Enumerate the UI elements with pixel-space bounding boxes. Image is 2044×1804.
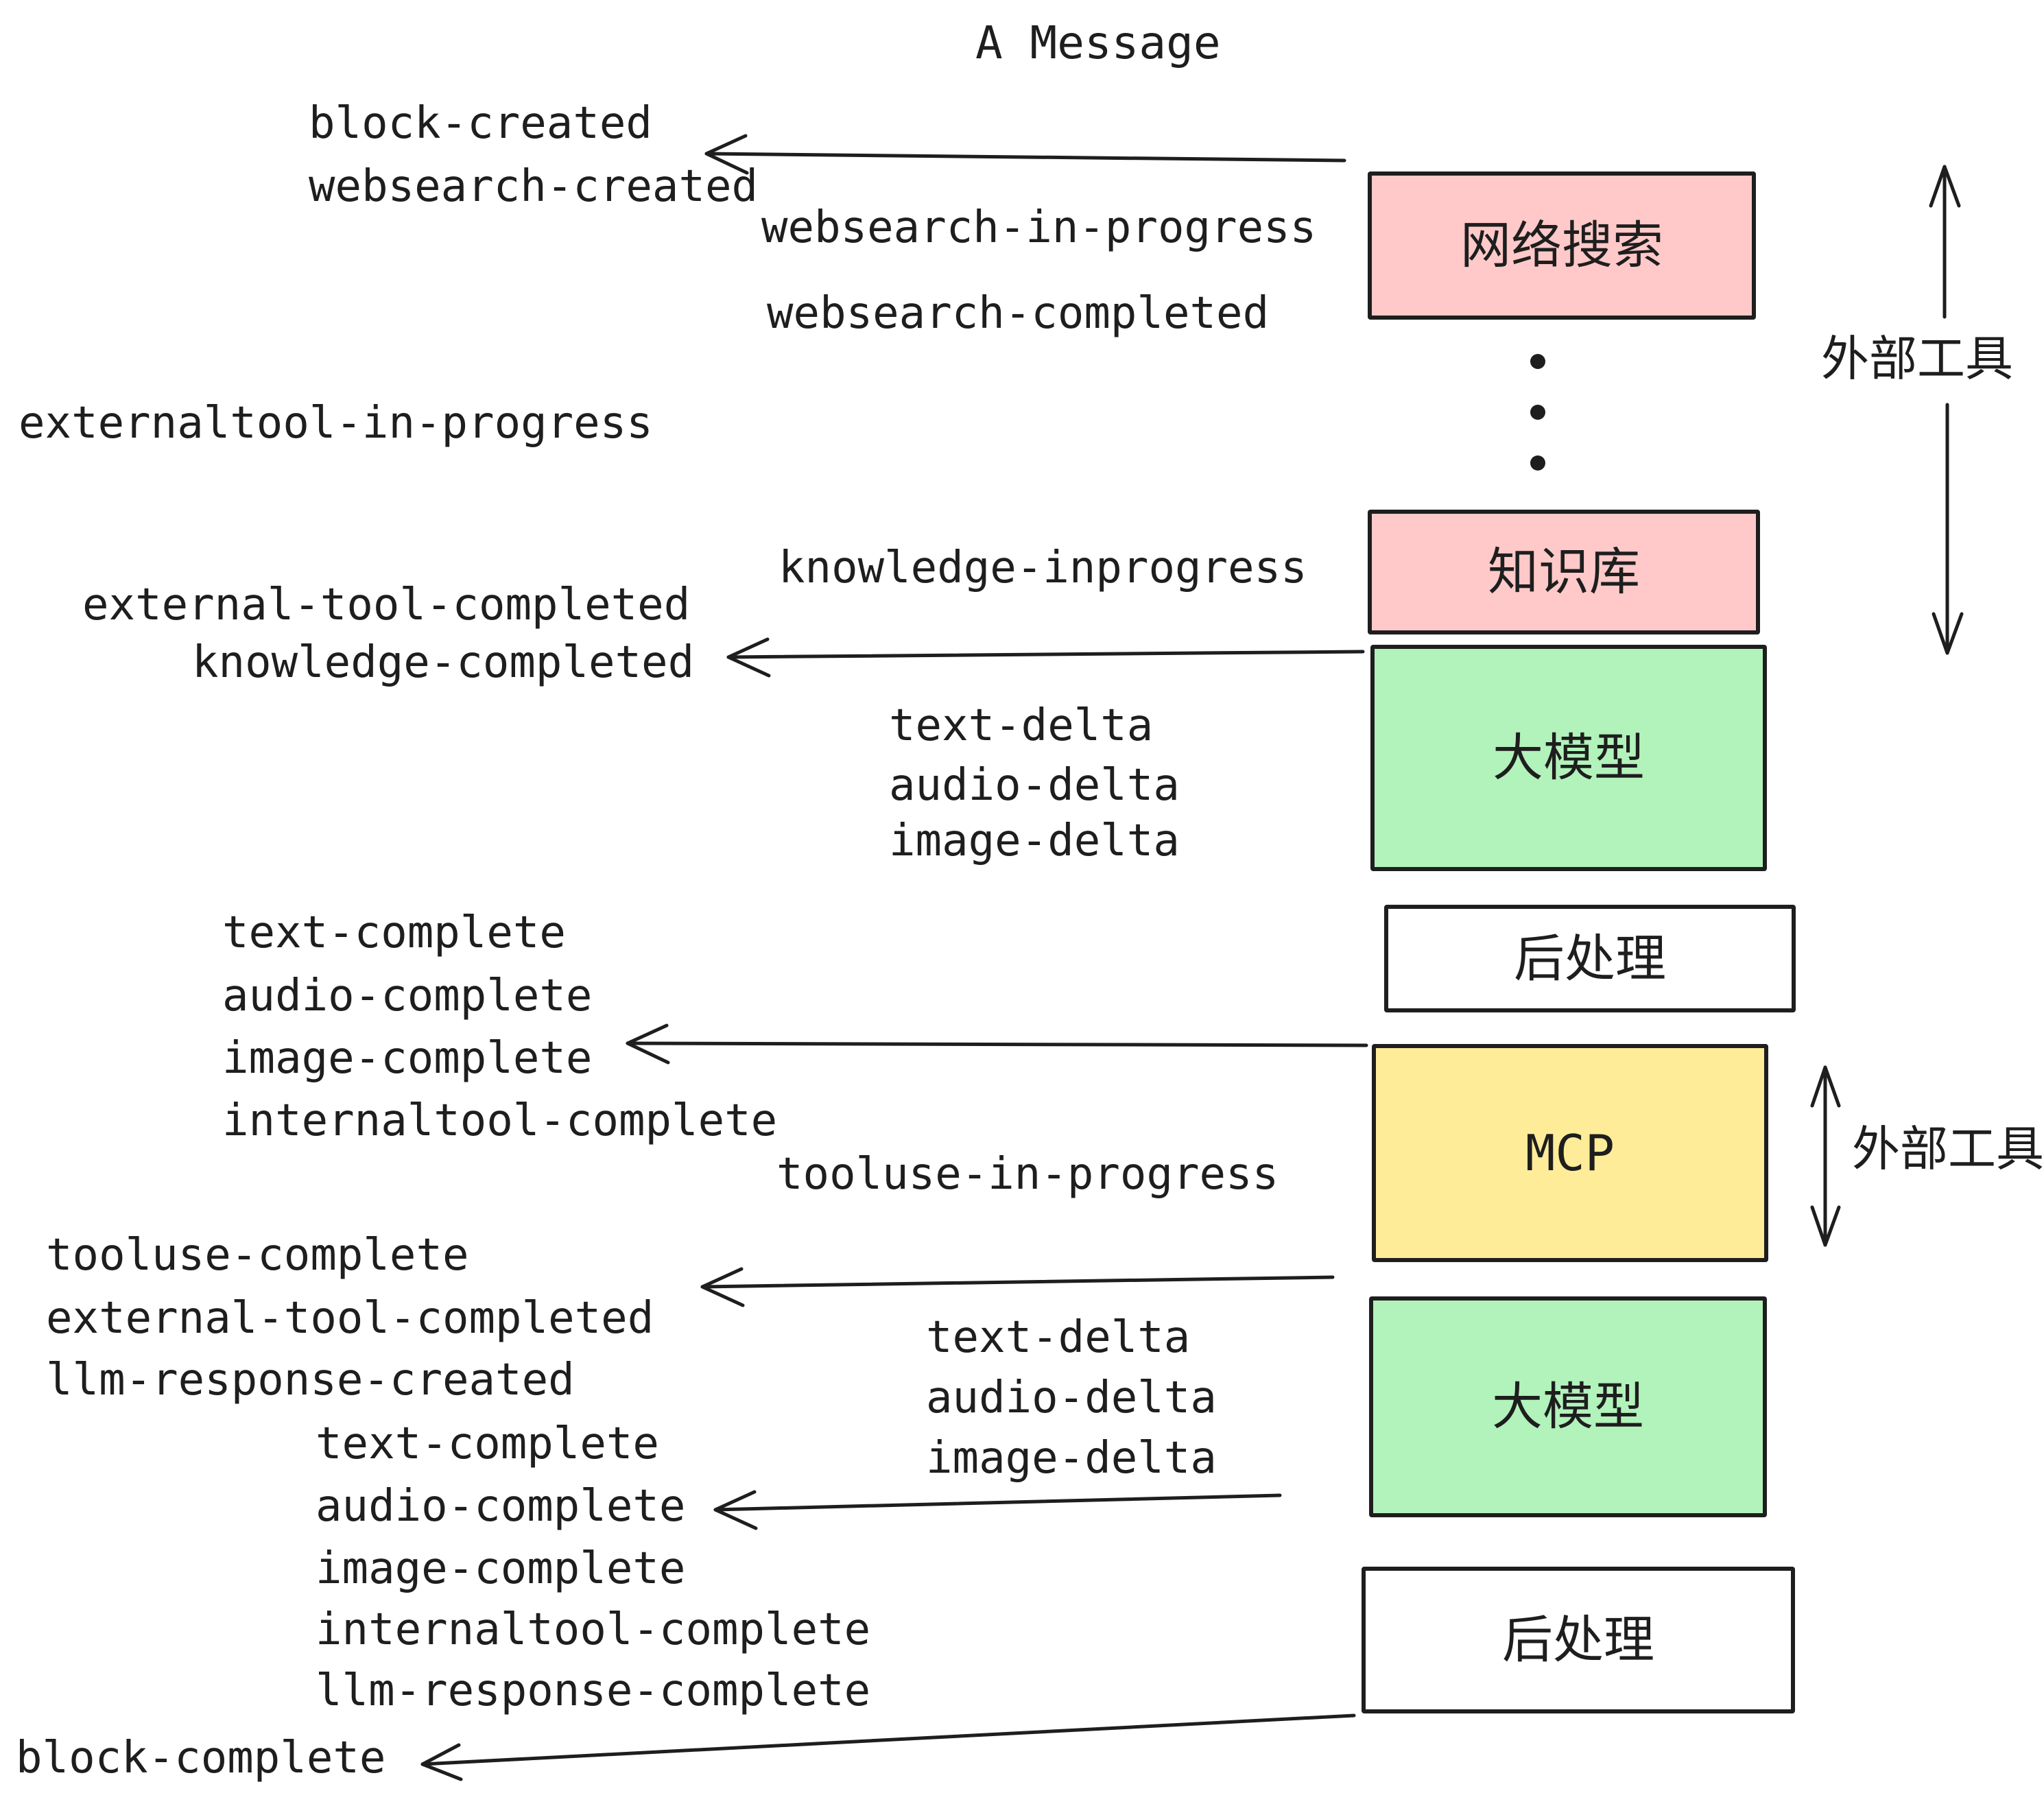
event-label-websearch-completed: websearch-completed [767,288,1270,339]
event-label-llm-response-created: llm-response-created [46,1355,575,1405]
event-label-block-created: block-created [309,98,652,149]
event-label-tooluse-in-progress: tooluse-in-progress [776,1149,1279,1200]
event-label-text-delta-1: text-delta [889,700,1154,751]
event-label-internaltool-complete-1: internaltool-complete [222,1095,778,1146]
node-mcp-label: MCP [1525,1124,1615,1182]
node-llm-2-label: 大模型 [1492,1377,1644,1436]
side-label-external-tools-top: 外部工具 [1821,331,2013,387]
event-label-image-complete-1: image-complete [222,1033,593,1084]
event-label-externaltool-in-progress: externaltool-in-progress [19,398,653,449]
node-llm-1-label: 大模型 [1493,728,1645,787]
event-label-llm-response-complete: llm-response-complete [316,1665,871,1716]
diagram-title: A Message [975,16,1221,69]
arrow-to-audio-complete-2 [713,1490,1282,1530]
event-label-image-complete-2: image-complete [316,1543,686,1594]
arrow-to-block-created [704,134,1346,175]
side-label-external-tools-mid: 外部工具 [1852,1121,2044,1177]
node-postprocess-1-label: 后处理 [1514,929,1666,988]
event-label-block-complete: block-complete [16,1733,386,1783]
node-knowledge-base-label: 知识库 [1488,543,1640,602]
event-label-knowledge-completed: knowledge-completed [192,637,695,688]
node-websearch-label: 网络搜索 [1460,216,1663,275]
event-label-audio-delta-2: audio-delta [926,1373,1217,1423]
event-label-internaltool-complete-2: internaltool-complete [316,1604,871,1655]
event-label-image-delta-2: image-delta [926,1433,1217,1484]
arrow-to-block-complete [420,1713,1356,1781]
event-label-text-complete-1: text-complete [222,907,566,958]
node-mcp: MCP [1372,1044,1768,1262]
node-llm-2: 大模型 [1369,1296,1767,1517]
event-label-image-delta-1: image-delta [889,816,1180,866]
double-arrow-external-tools-mid [1810,1065,1841,1247]
event-label-knowledge-inprogress: knowledge-inprogress [779,543,1307,593]
arrow-to-tooluse-complete [700,1267,1335,1307]
double-arrow-external-tools-top [1929,165,1964,655]
arrow-to-image-complete-1 [626,1023,1368,1065]
node-postprocess-2: 后处理 [1362,1567,1795,1713]
event-label-text-delta-2: text-delta [926,1312,1191,1363]
node-postprocess-2-label: 后处理 [1502,1611,1654,1670]
event-label-audio-complete-2: audio-complete [316,1481,686,1532]
ellipsis-dots [1530,354,1545,471]
arrow-to-knowledge-completed [726,637,1365,678]
event-label-audio-complete-1: audio-complete [222,971,593,1021]
event-label-external-tool-completed-1: external-tool-completed [82,580,691,630]
event-label-external-tool-completed-2: external-tool-completed [46,1293,654,1344]
event-label-tooluse-complete: tooluse-complete [46,1230,469,1281]
node-websearch: 网络搜索 [1368,171,1756,320]
event-label-websearch-created: websearch-created [309,161,759,212]
event-label-websearch-in-progress: websearch-in-progress [761,202,1317,253]
node-postprocess-1: 后处理 [1384,905,1796,1012]
event-label-audio-delta-1: audio-delta [889,760,1180,811]
node-knowledge-base: 知识库 [1368,510,1760,634]
node-llm-1: 大模型 [1370,645,1767,871]
event-label-text-complete-2: text-complete [316,1419,659,1469]
